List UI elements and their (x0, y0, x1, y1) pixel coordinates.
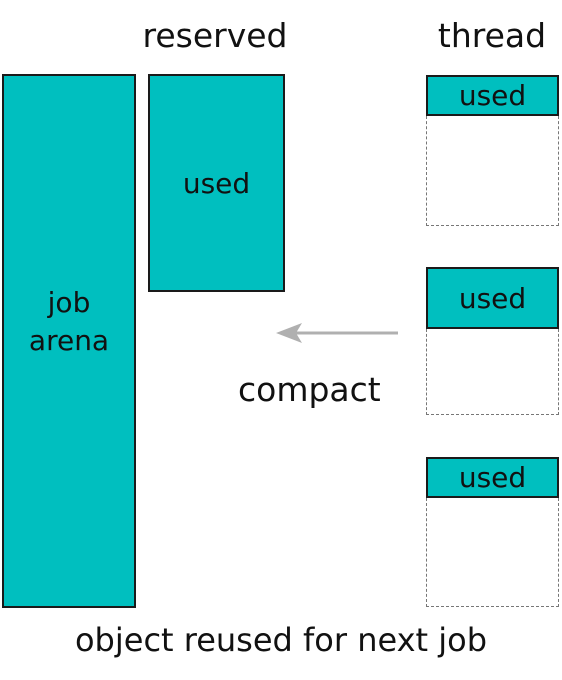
reserved-used-block: used (148, 74, 285, 292)
thread-used-label-3: used (458, 461, 527, 494)
thread-header: thread (437, 16, 547, 55)
job-arena-block: job arena (2, 74, 136, 608)
thread-used-block-1: used (426, 75, 559, 116)
thread-slot-1 (426, 116, 559, 226)
thread-slot-2 (426, 329, 559, 415)
diagram-caption: object reused for next job (74, 621, 488, 659)
thread-used-label-1: used (458, 79, 527, 112)
compact-label: compact (238, 370, 381, 409)
thread-used-block-3: used (426, 457, 559, 498)
reserved-header: reserved (142, 16, 288, 55)
job-arena-label-line1: job (47, 286, 91, 319)
thread-used-block-2: used (426, 267, 559, 329)
thread-used-label-2: used (458, 281, 527, 315)
reserved-used-label: used (182, 166, 251, 200)
job-arena-label-line2: arena (28, 324, 110, 357)
thread-slot-3 (426, 498, 559, 607)
compact-arrow (276, 323, 398, 343)
